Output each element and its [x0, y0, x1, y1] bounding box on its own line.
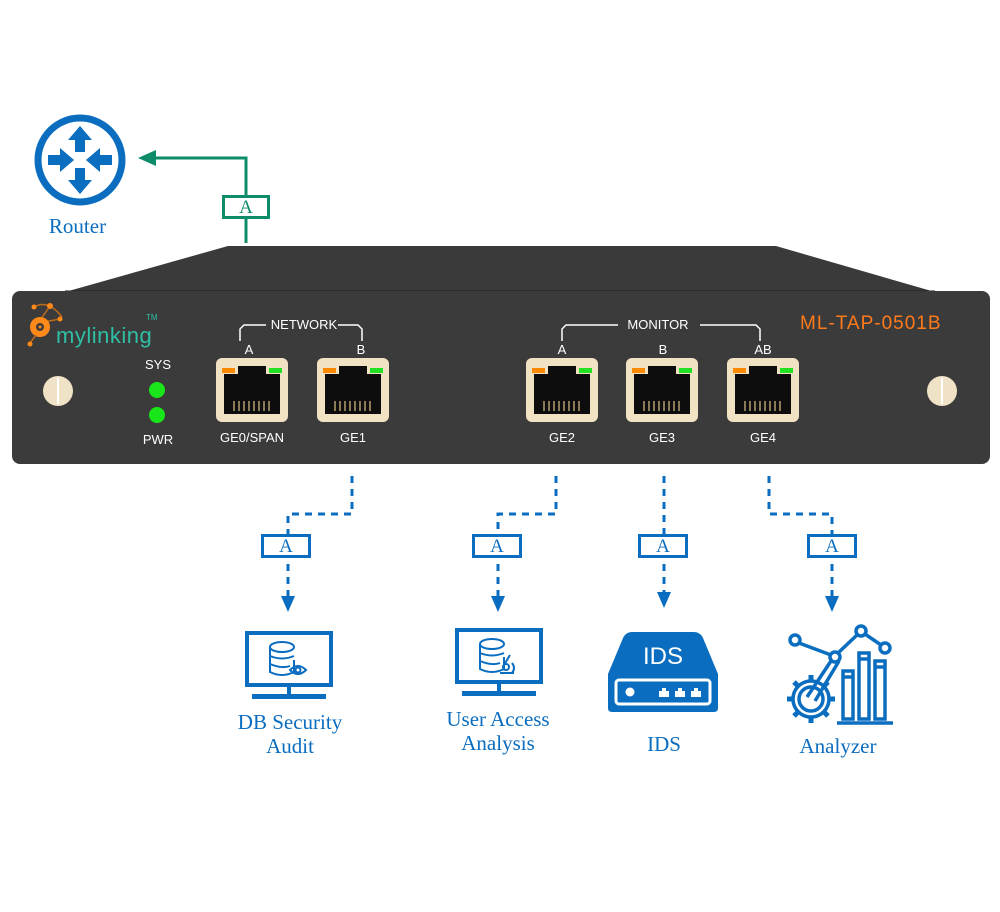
sys-led-label: SYS [144, 357, 171, 372]
arrow-analyzer [825, 596, 839, 612]
router-label: Router [48, 214, 107, 238]
port-ge2-name: GE2 [548, 430, 575, 445]
port-ge1-sublabel: B [356, 342, 366, 357]
arrow-db-security [281, 596, 295, 612]
ids-icon-text: IDS [643, 643, 683, 670]
brand-name: mylinking [56, 323, 153, 348]
port-ge0-sublabel: A [244, 342, 254, 357]
port-activity-led [323, 368, 336, 373]
port-activity-led [632, 368, 645, 373]
output-label-ids: IDS [604, 732, 724, 756]
port-ge1-name: GE1 [339, 430, 366, 445]
right-mount-screw [927, 376, 957, 406]
port-ge3[interactable] [626, 358, 698, 422]
port-ge4-name: GE4 [749, 430, 776, 445]
model-number: ML-TAP-0501B [800, 313, 942, 334]
sys-led [149, 382, 165, 398]
left-mount-screw [43, 376, 73, 406]
output-label-line1: User Access [446, 707, 550, 731]
output-label-line1: DB Security [237, 710, 343, 734]
port-link-led [679, 368, 692, 373]
port-link-led [579, 368, 592, 373]
arrow-ids [657, 592, 671, 608]
device-top-bevel [65, 246, 935, 294]
agg-box-db-security: A [261, 534, 311, 558]
pwr-led [149, 407, 165, 423]
db-monitor-eye-icon [245, 631, 333, 699]
port-activity-led [733, 368, 746, 373]
output-label-line2: Audit [266, 734, 314, 758]
router-icon [34, 114, 126, 206]
link-ge1-db-security [286, 476, 354, 534]
port-activity-led [532, 368, 545, 373]
pwr-led-label: PWR [142, 432, 174, 447]
network-group-bracket [239, 324, 363, 341]
port-ge2-sublabel: A [557, 342, 567, 357]
port-ge4[interactable] [727, 358, 799, 422]
port-link-led [269, 368, 282, 373]
ids-appliance-icon: IDS [608, 632, 718, 712]
agg-box-user-access: A [472, 534, 522, 558]
port-ge1[interactable] [317, 358, 389, 422]
monitor-links [281, 476, 839, 612]
port-ge0-name: GE0/SPAN [219, 430, 285, 445]
link-ge4-analyzer [767, 476, 834, 534]
arrow-user-access [491, 596, 505, 612]
output-label-line1: Analyzer [799, 734, 877, 758]
analyzer-gear-chart-icon [787, 624, 893, 725]
mylinking-logo-icon [27, 303, 63, 347]
port-ge0-span[interactable] [216, 358, 288, 422]
output-label-line1: IDS [647, 732, 681, 756]
output-label-analyzer: Analyzer [768, 734, 908, 758]
router-node [30, 110, 130, 240]
output-label-line2: Analysis [461, 731, 535, 755]
port-ge3-sublabel: B [658, 342, 668, 357]
port-activity-led [222, 368, 235, 373]
output-label-user-access: User Access Analysis [418, 707, 578, 755]
port-ge2[interactable] [526, 358, 598, 422]
port-link-led [780, 368, 793, 373]
port-ge3-name: GE3 [648, 430, 675, 445]
db-monitor-microscope-icon [455, 628, 543, 696]
monitor-group-label: MONITOR [627, 317, 689, 332]
device-front-panel: mylinking TM ML-TAP-0501B SYS PWR NETWOR… [12, 291, 990, 464]
link-ge2-user-access [496, 476, 558, 534]
agg-box-analyzer: A [807, 534, 857, 558]
network-group-label: NETWORK [270, 317, 338, 332]
monitor-group-bracket [561, 324, 761, 341]
brand-trademark: TM [146, 313, 158, 322]
port-link-led [370, 368, 383, 373]
port-ge4-sublabel: AB [754, 342, 772, 357]
agg-box-ids: A [638, 534, 688, 558]
output-label-db-security: DB Security Audit [210, 710, 370, 758]
uplink-aggregation-box: A [222, 195, 270, 219]
